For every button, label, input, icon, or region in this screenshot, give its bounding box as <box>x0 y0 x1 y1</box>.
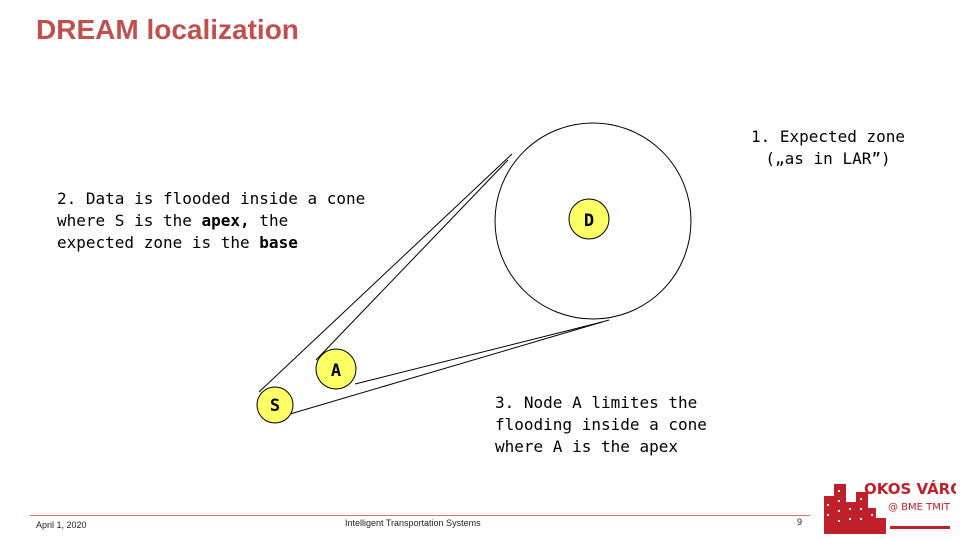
cone-note-line2-tail: the <box>249 211 289 230</box>
cone-a-lower-edge <box>354 321 603 385</box>
footer-date: April 1, 2020 <box>36 520 87 530</box>
node-a-label: A <box>331 361 341 381</box>
node-d-label: D <box>584 211 594 231</box>
cone-s-upper-edge <box>258 153 513 393</box>
cone-note-line3-text: expected zone is the <box>57 233 260 252</box>
node-s <box>256 386 294 424</box>
node-s-label: S <box>270 396 280 416</box>
footer-page-number: 9 <box>797 517 803 527</box>
node-a-note-line3: where A is the apex <box>495 437 679 456</box>
cone-s-lower-edge <box>289 319 610 415</box>
node-a <box>315 348 357 390</box>
node-a-note: 3. Node A limites the flooding inside a … <box>495 392 707 458</box>
node-d <box>568 198 610 240</box>
node-a-note-line1: 3. Node A limites the <box>495 393 698 412</box>
okos-varos-logo: OKOS VÁROS @ BME TMIT <box>820 474 960 536</box>
node-a-note-line2: flooding inside a cone <box>495 415 707 434</box>
cone-note-line1: 2. Data is flooded inside a cone <box>57 189 366 208</box>
footer-divider <box>30 515 810 516</box>
city-skyline-logo-icon: OKOS VÁROS @ BME TMIT <box>824 479 960 534</box>
expected-zone-circle <box>494 122 692 320</box>
cone-note-line3: expected zone is the base <box>57 232 365 254</box>
expected-zone-note: 1. Expected zone („as in LAR”) <box>738 126 918 170</box>
slide-title: DREAM localization <box>36 14 299 45</box>
cone-a-upper-edge <box>315 159 509 361</box>
logo-text-line1: OKOS VÁROS <box>864 479 956 498</box>
expected-zone-note-line2: („as in LAR”) <box>765 149 891 168</box>
cone-note: 2. Data is flooded inside a cone where S… <box>57 188 365 254</box>
cone-note-line2: where S is the apex, the <box>57 210 365 232</box>
cone-note-apex-bold: apex, <box>201 211 250 230</box>
footer-course: Intelligent Transportation Systems <box>345 518 481 528</box>
cone-note-base-bold: base <box>259 233 298 252</box>
expected-zone-note-line1: 1. Expected zone <box>750 127 906 146</box>
cone-note-line2-text: where S is the <box>57 211 202 230</box>
logo-text-line2: @ BME TMIT <box>888 502 951 513</box>
